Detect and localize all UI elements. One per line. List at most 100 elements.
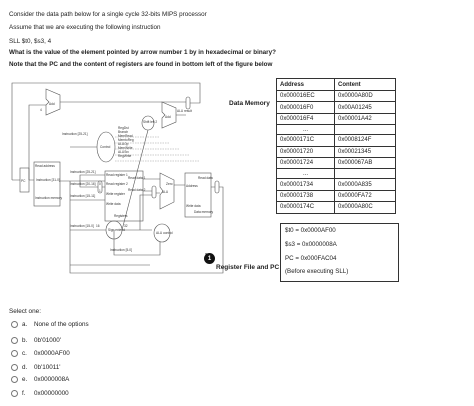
content-cell: 0x0000FA72 <box>334 189 396 203</box>
address-cell: 0x0000171C <box>276 134 335 147</box>
dp-sign-extend-label: Sign extend <box>108 228 125 232</box>
question-prompt: What is the value of the element pointed… <box>9 49 276 56</box>
dp-regdst-label: RegDst <box>118 126 129 130</box>
dp-instr-15-0-label: Instruction [15-0] <box>70 224 94 228</box>
dp-add1-label: Add <box>49 102 55 106</box>
dp-32-label: 32 <box>124 224 128 228</box>
dp-read-reg1-label: Read register 1 <box>106 173 128 177</box>
radio-button-f[interactable] <box>11 389 18 397</box>
content-cell: 0x000067AB <box>334 156 396 170</box>
content-cell: 0x00021345 <box>334 145 396 158</box>
option-c[interactable]: c. 0x0000AF00 <box>11 348 70 358</box>
option-letter: a. <box>22 320 28 328</box>
alu-block <box>159 172 175 210</box>
option-text: 0b'10011' <box>34 363 61 371</box>
content-header: Content <box>334 78 396 91</box>
content-cell: 0x0008124F <box>334 134 396 147</box>
option-a[interactable]: a. None of the options <box>11 319 89 329</box>
dp-alusrc-label: ALUSrc <box>118 150 129 154</box>
option-b[interactable]: b. 0b'01000' <box>11 335 61 345</box>
radio-button-e[interactable] <box>11 375 18 383</box>
address-cell: ... <box>276 168 335 180</box>
dp-instr-memory-label: Instruction memory <box>35 196 63 200</box>
dp-mux-0-label: 0 <box>99 182 101 186</box>
table-row: ... <box>276 168 396 180</box>
content-cell <box>334 124 396 136</box>
arrow-number-badge: 1 <box>204 253 215 264</box>
register-file-pc-label: Register File and PC <box>216 264 280 271</box>
data-memory-block <box>184 172 212 218</box>
dp-write-data-label: Write data <box>106 202 121 206</box>
adder-1 <box>45 88 61 116</box>
address-cell: 0x00001738 <box>276 189 335 203</box>
dp-add2-label: Add <box>165 115 171 119</box>
option-text: None of the options <box>34 320 89 328</box>
dp-read-data2-label: Read data 2 <box>128 188 146 192</box>
datapath-diagram: PC Add Add ALU result Shift left 2 Read … <box>10 75 225 280</box>
radio-button-d[interactable] <box>11 363 18 371</box>
address-header: Address <box>276 78 335 91</box>
content-cell: 0x00001A42 <box>334 112 396 126</box>
dp-instr-15-11-label: Instruction [15-11] <box>70 194 95 198</box>
dp-alu-result-label: ALU result <box>177 109 192 113</box>
dp-instr-25-21-label: Instruction [25-21] <box>70 170 96 174</box>
address-cell: 0x00001734 <box>276 178 335 191</box>
dp-instr-31-26-label: Instruction [25-21] <box>62 132 88 136</box>
dp-mem-address-label: Address <box>186 184 198 188</box>
question-note: Note that the PC and the content of regi… <box>9 61 273 68</box>
address-cell: 0x000016EC <box>276 89 335 103</box>
option-text: 0x0000AF00 <box>34 349 70 357</box>
content-cell: 0x0000A80D <box>334 89 396 103</box>
option-letter: d. <box>22 363 28 371</box>
dp-aluop-label: ALUOp <box>118 142 129 146</box>
option-letter: c. <box>22 349 27 357</box>
register-values-box: $t0 = 0x0000AF00 $s3 = 0x0000008A PC = 0… <box>280 223 399 282</box>
mux-alusrc <box>151 185 157 199</box>
mux-branch <box>185 96 191 110</box>
option-e[interactable]: e. 0x0000008A <box>11 374 69 384</box>
content-cell: 0x0000A80C <box>334 201 396 214</box>
dp-shift-label: Shift left 2 <box>143 120 157 124</box>
question-line-2: Assume that we are executing the followi… <box>9 24 161 31</box>
option-d[interactable]: d. 0b'10011' <box>11 362 60 372</box>
mux-memtoreg <box>214 180 220 194</box>
register-s3-value: $s3 = 0x0000008A <box>285 241 337 248</box>
address-cell: ... <box>276 124 335 136</box>
question-line-3: SLL $t0, $s3, 4 <box>9 38 52 45</box>
address-cell: 0x000016F0 <box>276 101 335 114</box>
content-cell: 0x00A01245 <box>334 101 396 114</box>
dp-read-reg2-label: Read register 2 <box>106 182 128 186</box>
radio-button-b[interactable] <box>11 336 18 344</box>
radio-button-c[interactable] <box>11 349 18 357</box>
option-f[interactable]: f. 0x00000000 <box>11 388 69 398</box>
radio-button-a[interactable] <box>11 320 18 328</box>
data-memory-label: Data Memory <box>229 100 270 107</box>
dp-data-memory-label: Data memory <box>194 210 214 214</box>
dp-write-reg-label: Write register <box>106 192 126 196</box>
dp-four-label: 4 <box>40 108 42 112</box>
register-file-block <box>104 170 144 222</box>
dp-branch-label: Branch <box>118 130 128 134</box>
dp-read-address-label: Read address <box>35 164 55 168</box>
dp-mem-read-data-label: Read data <box>198 176 213 180</box>
adder-2 <box>161 101 177 129</box>
table-row: ... <box>276 124 396 136</box>
dp-16-label: 16 <box>96 224 100 228</box>
dp-memread-label: MemRead <box>118 134 133 138</box>
option-text: 0x0000008A <box>34 375 70 383</box>
dp-memwrite-label: MemWrite <box>118 146 133 150</box>
dp-memtoreg-label: MemtoReg <box>118 138 134 142</box>
dp-alu-label: ALU <box>162 190 169 194</box>
dp-read-data1-label: Read data 1 <box>128 176 146 180</box>
address-cell: 0x0000174C <box>276 201 335 214</box>
content-cell: 0x0000A835 <box>334 178 396 191</box>
